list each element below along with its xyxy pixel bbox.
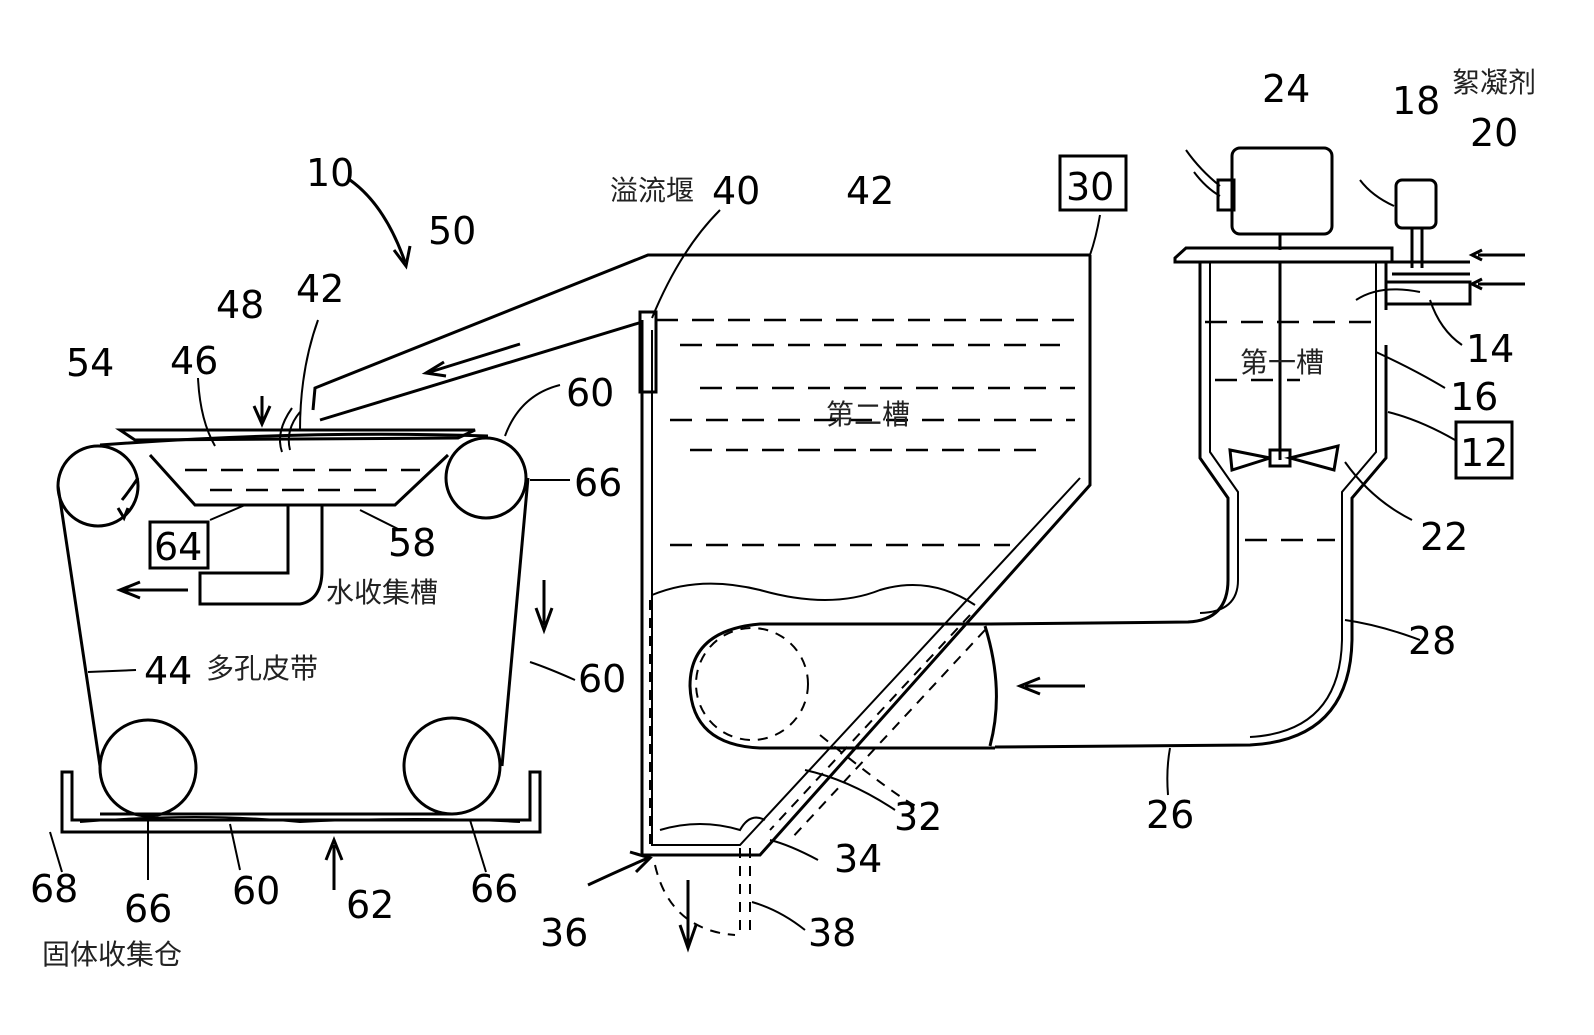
label-58: 58	[388, 521, 436, 565]
box-12	[1454, 420, 1514, 480]
caption-water-collector: 水收集槽	[326, 576, 438, 609]
second-tank	[638, 255, 1092, 953]
caption-flocculant: 絮凝剂	[1452, 66, 1536, 99]
label-38: 38	[808, 911, 856, 955]
label-50: 50	[428, 209, 476, 253]
overflow-chute	[279, 253, 1090, 453]
label-22: 22	[1420, 515, 1468, 559]
first-tank	[989, 246, 1394, 749]
flow-arrow-head	[1015, 676, 1041, 696]
label-42a: 42	[846, 169, 894, 213]
label-20: 20	[1470, 111, 1518, 155]
caption-solids-bin: 固体收集仓	[42, 938, 182, 971]
label-66a: 66	[574, 461, 622, 505]
caption-second-tank: 第二槽	[826, 398, 910, 431]
label-32: 32	[894, 795, 942, 839]
label-66b: 66	[124, 887, 172, 931]
inlet-pipe	[1355, 248, 1525, 306]
label-42b: 42	[296, 267, 344, 311]
label-46: 46	[170, 339, 218, 383]
label-48: 48	[216, 283, 264, 327]
belt-filter	[56, 178, 653, 890]
dosing-pump	[1359, 178, 1470, 276]
agitator	[1228, 262, 1340, 472]
label-64: 64	[154, 525, 202, 569]
leader-lines	[49, 209, 1463, 931]
label-60c: 60	[232, 869, 280, 913]
label-30: 30	[1066, 165, 1114, 209]
mixer-motor	[1185, 146, 1334, 250]
label-18: 18	[1392, 79, 1440, 123]
label-60a: 60	[566, 371, 614, 415]
box-30	[1058, 154, 1128, 212]
label-44: 44	[144, 649, 192, 693]
caption-porous-belt: 多孔皮带	[206, 652, 318, 685]
label-34: 34	[834, 837, 882, 881]
label-40: 40	[712, 169, 760, 213]
label-54: 54	[66, 341, 114, 385]
caption-first-tank: 第一槽	[1240, 346, 1324, 379]
label-62: 62	[346, 883, 394, 927]
label-26: 26	[1146, 793, 1194, 837]
label-24: 24	[1262, 67, 1310, 111]
label-66c: 66	[470, 867, 518, 911]
label-28: 28	[1408, 619, 1456, 663]
label-10: 10	[306, 151, 354, 195]
label-12: 12	[1460, 431, 1508, 475]
label-16: 16	[1450, 375, 1498, 419]
label-68: 68	[30, 867, 78, 911]
caption-overflow-weir: 溢流堰	[610, 174, 694, 207]
label-14: 14	[1466, 327, 1514, 371]
label-60b: 60	[578, 657, 626, 701]
label-36: 36	[540, 911, 588, 955]
box-64	[148, 520, 210, 570]
